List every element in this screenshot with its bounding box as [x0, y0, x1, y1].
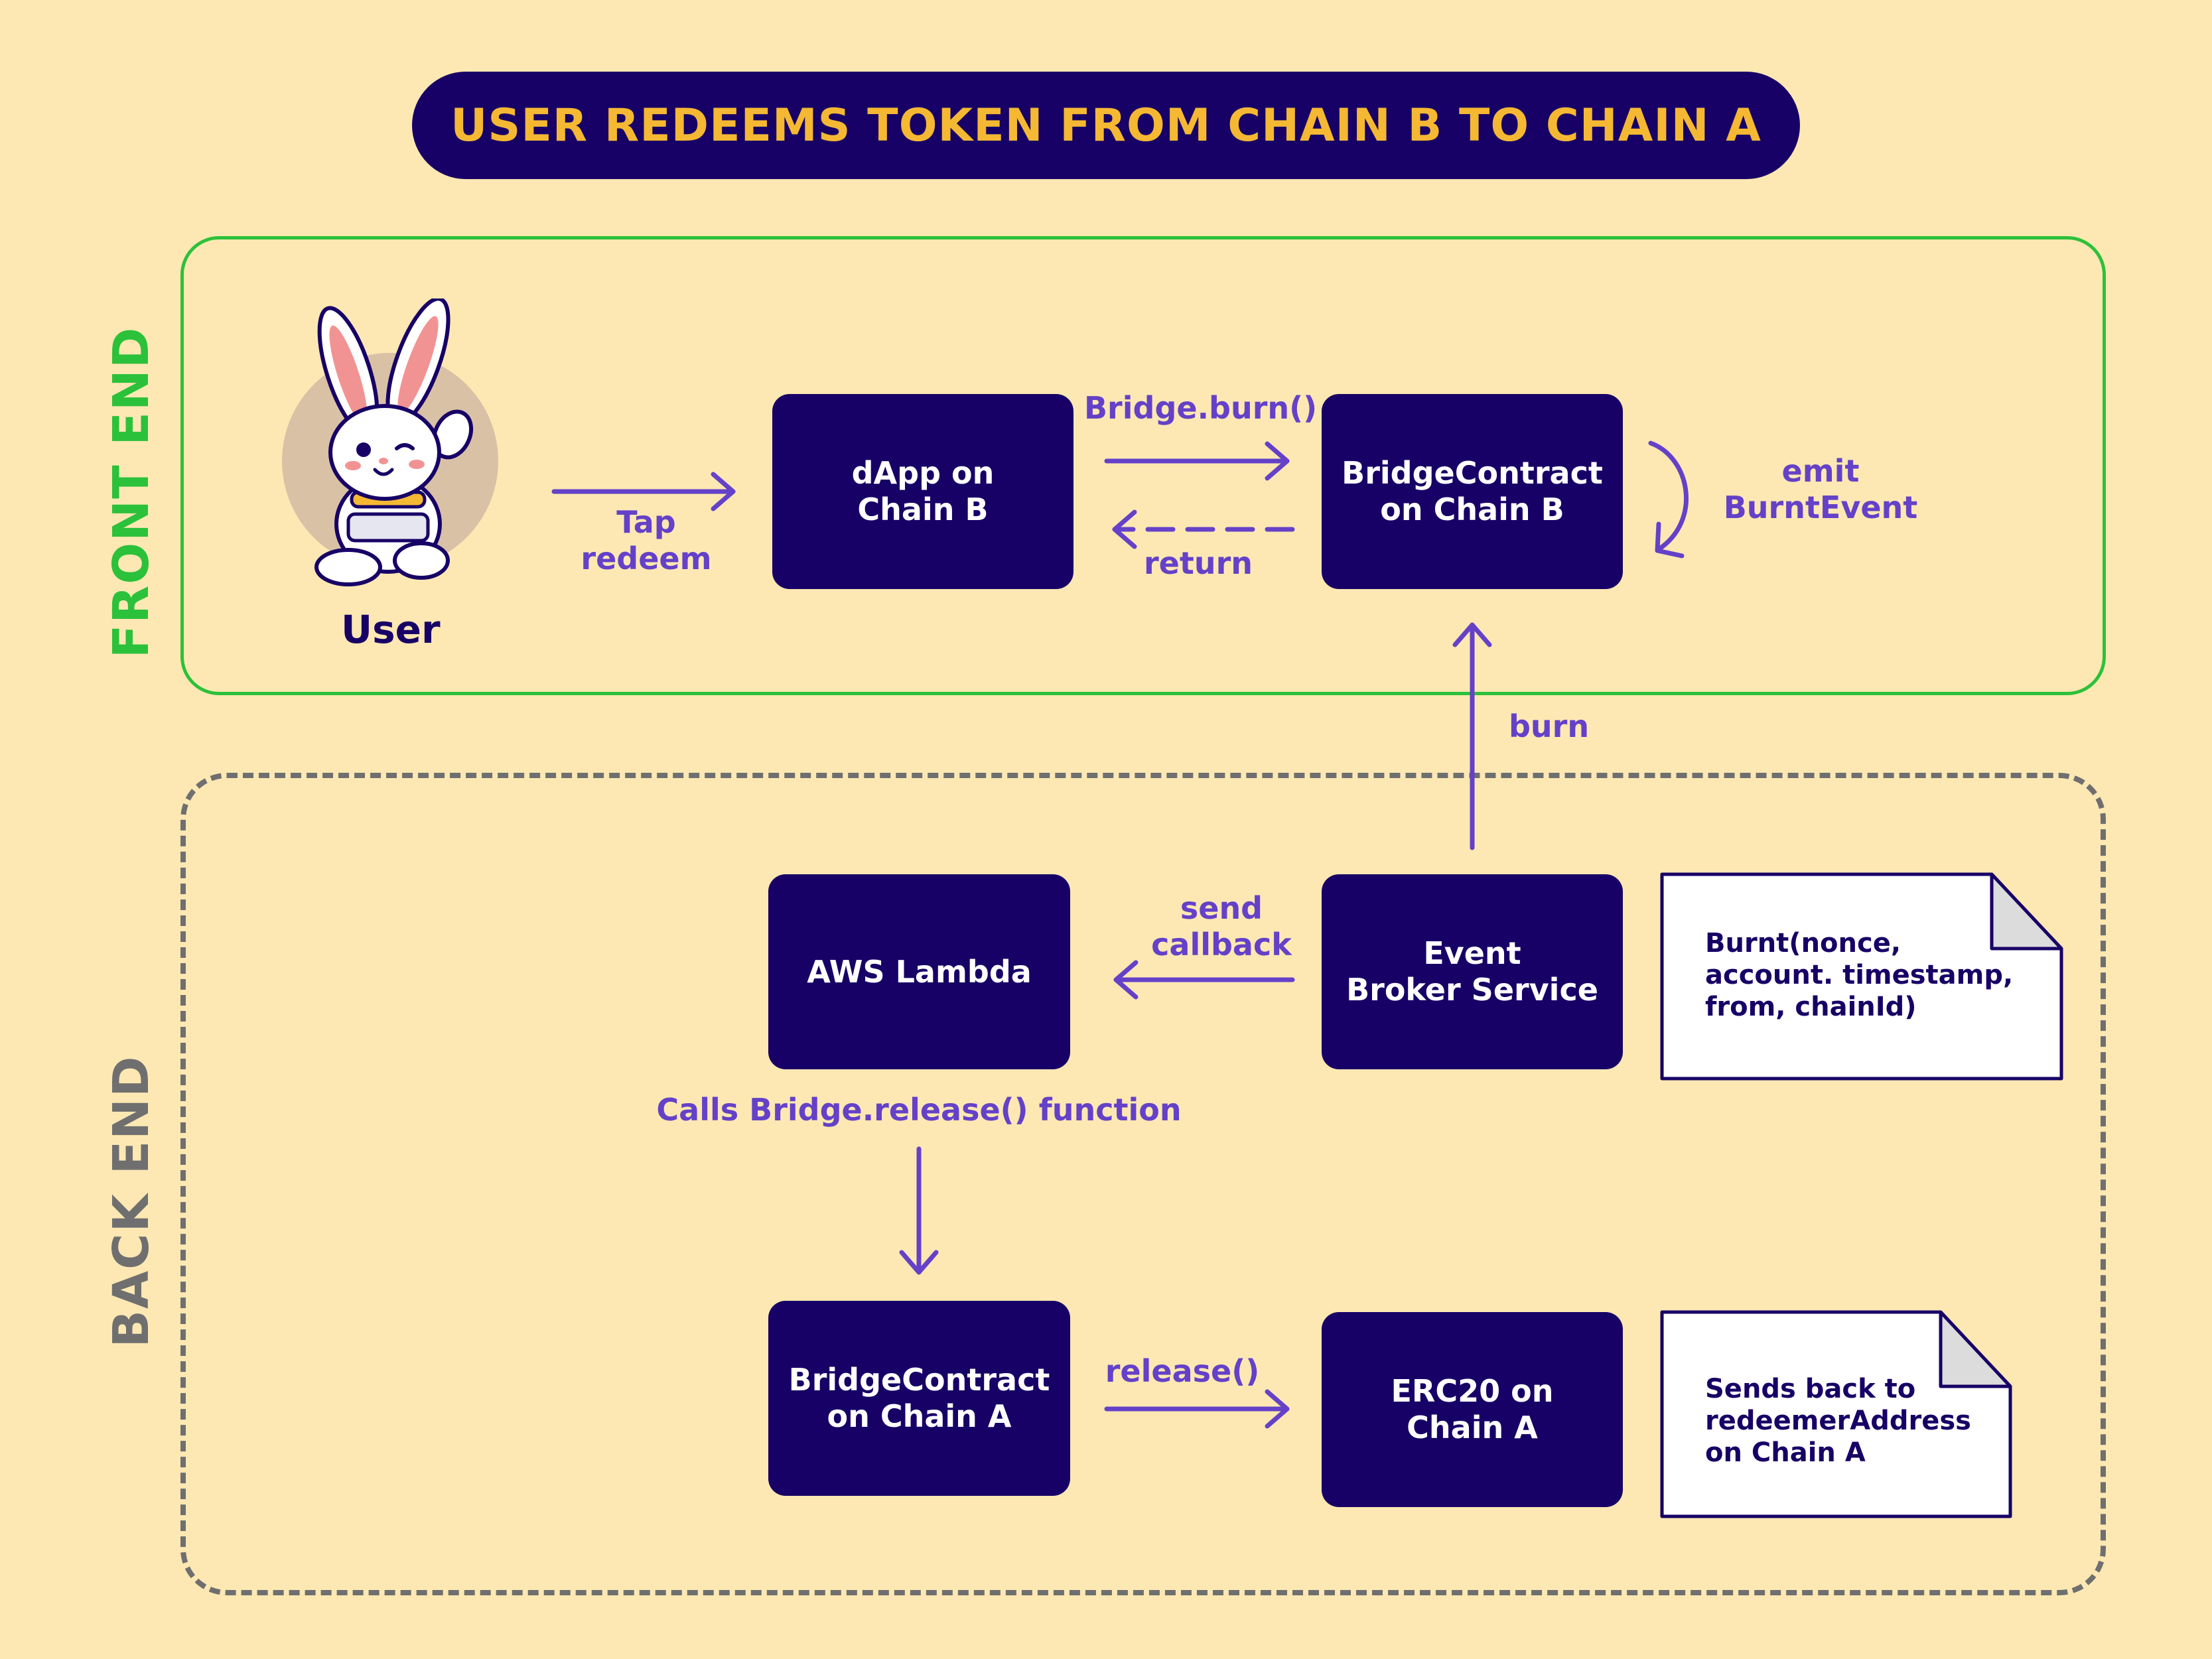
send-callback-label: send callback: [1151, 890, 1292, 962]
aws-lambda-node: AWS Lambda: [768, 874, 1070, 1069]
diagram-title: USER REDEEMS TOKEN FROM CHAIN B TO CHAIN…: [412, 72, 1800, 179]
emit-burnt-event-label: emit BurntEvent: [1723, 453, 1918, 525]
erc20-chain-a-node: ERC20 on Chain A: [1322, 1312, 1623, 1507]
burn-label: burn: [1509, 708, 1590, 744]
bridge-burn-label: Bridge.burn(): [1084, 390, 1318, 426]
tap-redeem-label: Tap redeem: [581, 504, 712, 576]
dapp-chain-b-node: dApp on Chain B: [772, 394, 1073, 589]
calls-release-label: Calls Bridge.release() function: [656, 1092, 1182, 1128]
rabbit-mascot-icon: [282, 299, 498, 586]
back-end-section: [180, 773, 2106, 1595]
sends-back-note-shape: [1660, 1310, 2012, 1518]
return-label: return: [1143, 545, 1253, 581]
front-end-section: [180, 236, 2106, 695]
bridge-contract-chain-a-node: BridgeContract on Chain A: [768, 1301, 1070, 1496]
sends-back-note-text: Sends back to redeemerAddress on Chain A: [1705, 1374, 1971, 1468]
event-broker-service-node: Event Broker Service: [1322, 874, 1623, 1069]
bridge-contract-chain-b-node: BridgeContract on Chain B: [1322, 394, 1623, 589]
burnt-event-note-shape: [1660, 872, 2063, 1081]
burnt-event-note-text: Burnt(nonce, account. timestamp, from, c…: [1705, 928, 2014, 1022]
emit-burnt-event-arrow: [1648, 440, 1689, 552]
user-label: User: [341, 607, 441, 652]
release-label: release(): [1105, 1353, 1260, 1389]
